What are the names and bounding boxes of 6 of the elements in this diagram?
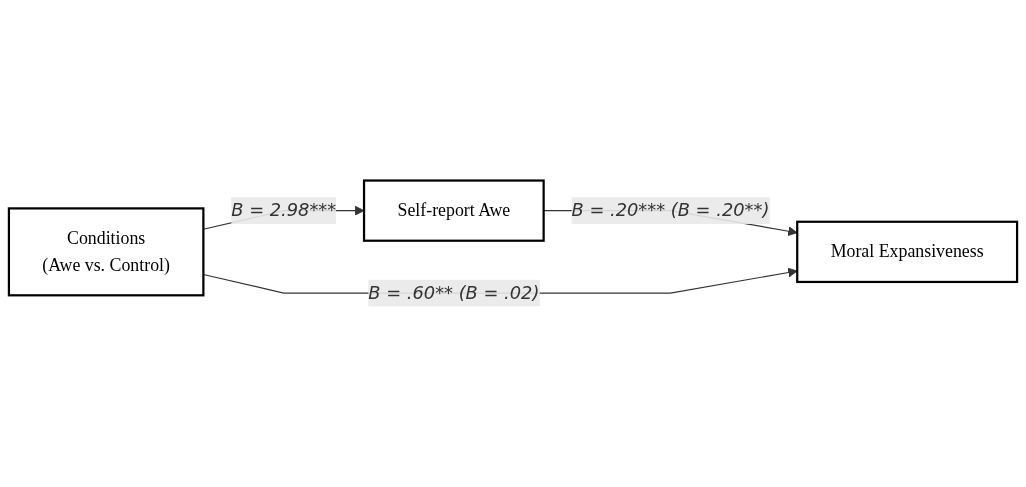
edge-label: B = .60** (B = .02) xyxy=(368,281,540,304)
node-box: Self-report Awe xyxy=(362,179,545,242)
edge-label: B = 2.98*** xyxy=(231,199,337,221)
node-box: Moral Expansiveness xyxy=(796,220,1019,284)
node-box: Conditions (Awe vs. Control) xyxy=(7,207,205,297)
edge-label: B = .20*** (B = .20**) xyxy=(571,199,770,221)
